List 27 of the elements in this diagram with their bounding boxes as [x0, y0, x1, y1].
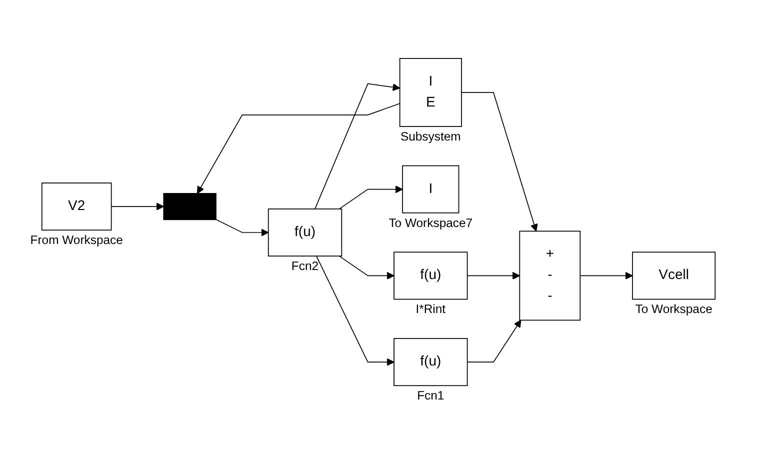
node-box: I E — [399, 58, 462, 127]
node-box: f(u) — [268, 208, 342, 256]
arrow — [314, 83, 400, 210]
node-box: f(u) — [394, 338, 468, 386]
arrow — [338, 256, 394, 280]
block-name: I*Rint — [416, 302, 446, 316]
block-name: Fcn1 — [417, 388, 444, 403]
arrow — [316, 256, 394, 366]
block-name: To Workspace — [635, 302, 712, 316]
block-name: From Workspace — [30, 233, 123, 248]
arrow — [580, 272, 633, 280]
arrow — [466, 320, 522, 362]
node-bar — [163, 193, 216, 220]
block-name: To Workspace7 — [388, 216, 473, 230]
node-box: I — [402, 165, 460, 214]
node-box: Vcell — [632, 252, 716, 300]
block-name: Fcn2 — [291, 259, 319, 274]
arrow — [466, 272, 520, 280]
block-name: Subsystem — [400, 129, 461, 144]
arrow — [196, 103, 400, 194]
arrow — [216, 219, 269, 236]
arrow — [338, 185, 403, 210]
arrow — [110, 202, 164, 210]
node-box: V2 — [41, 182, 112, 231]
node-box: + - - — [519, 230, 581, 321]
arrow — [461, 92, 538, 232]
node-box: f(u) — [394, 252, 468, 300]
